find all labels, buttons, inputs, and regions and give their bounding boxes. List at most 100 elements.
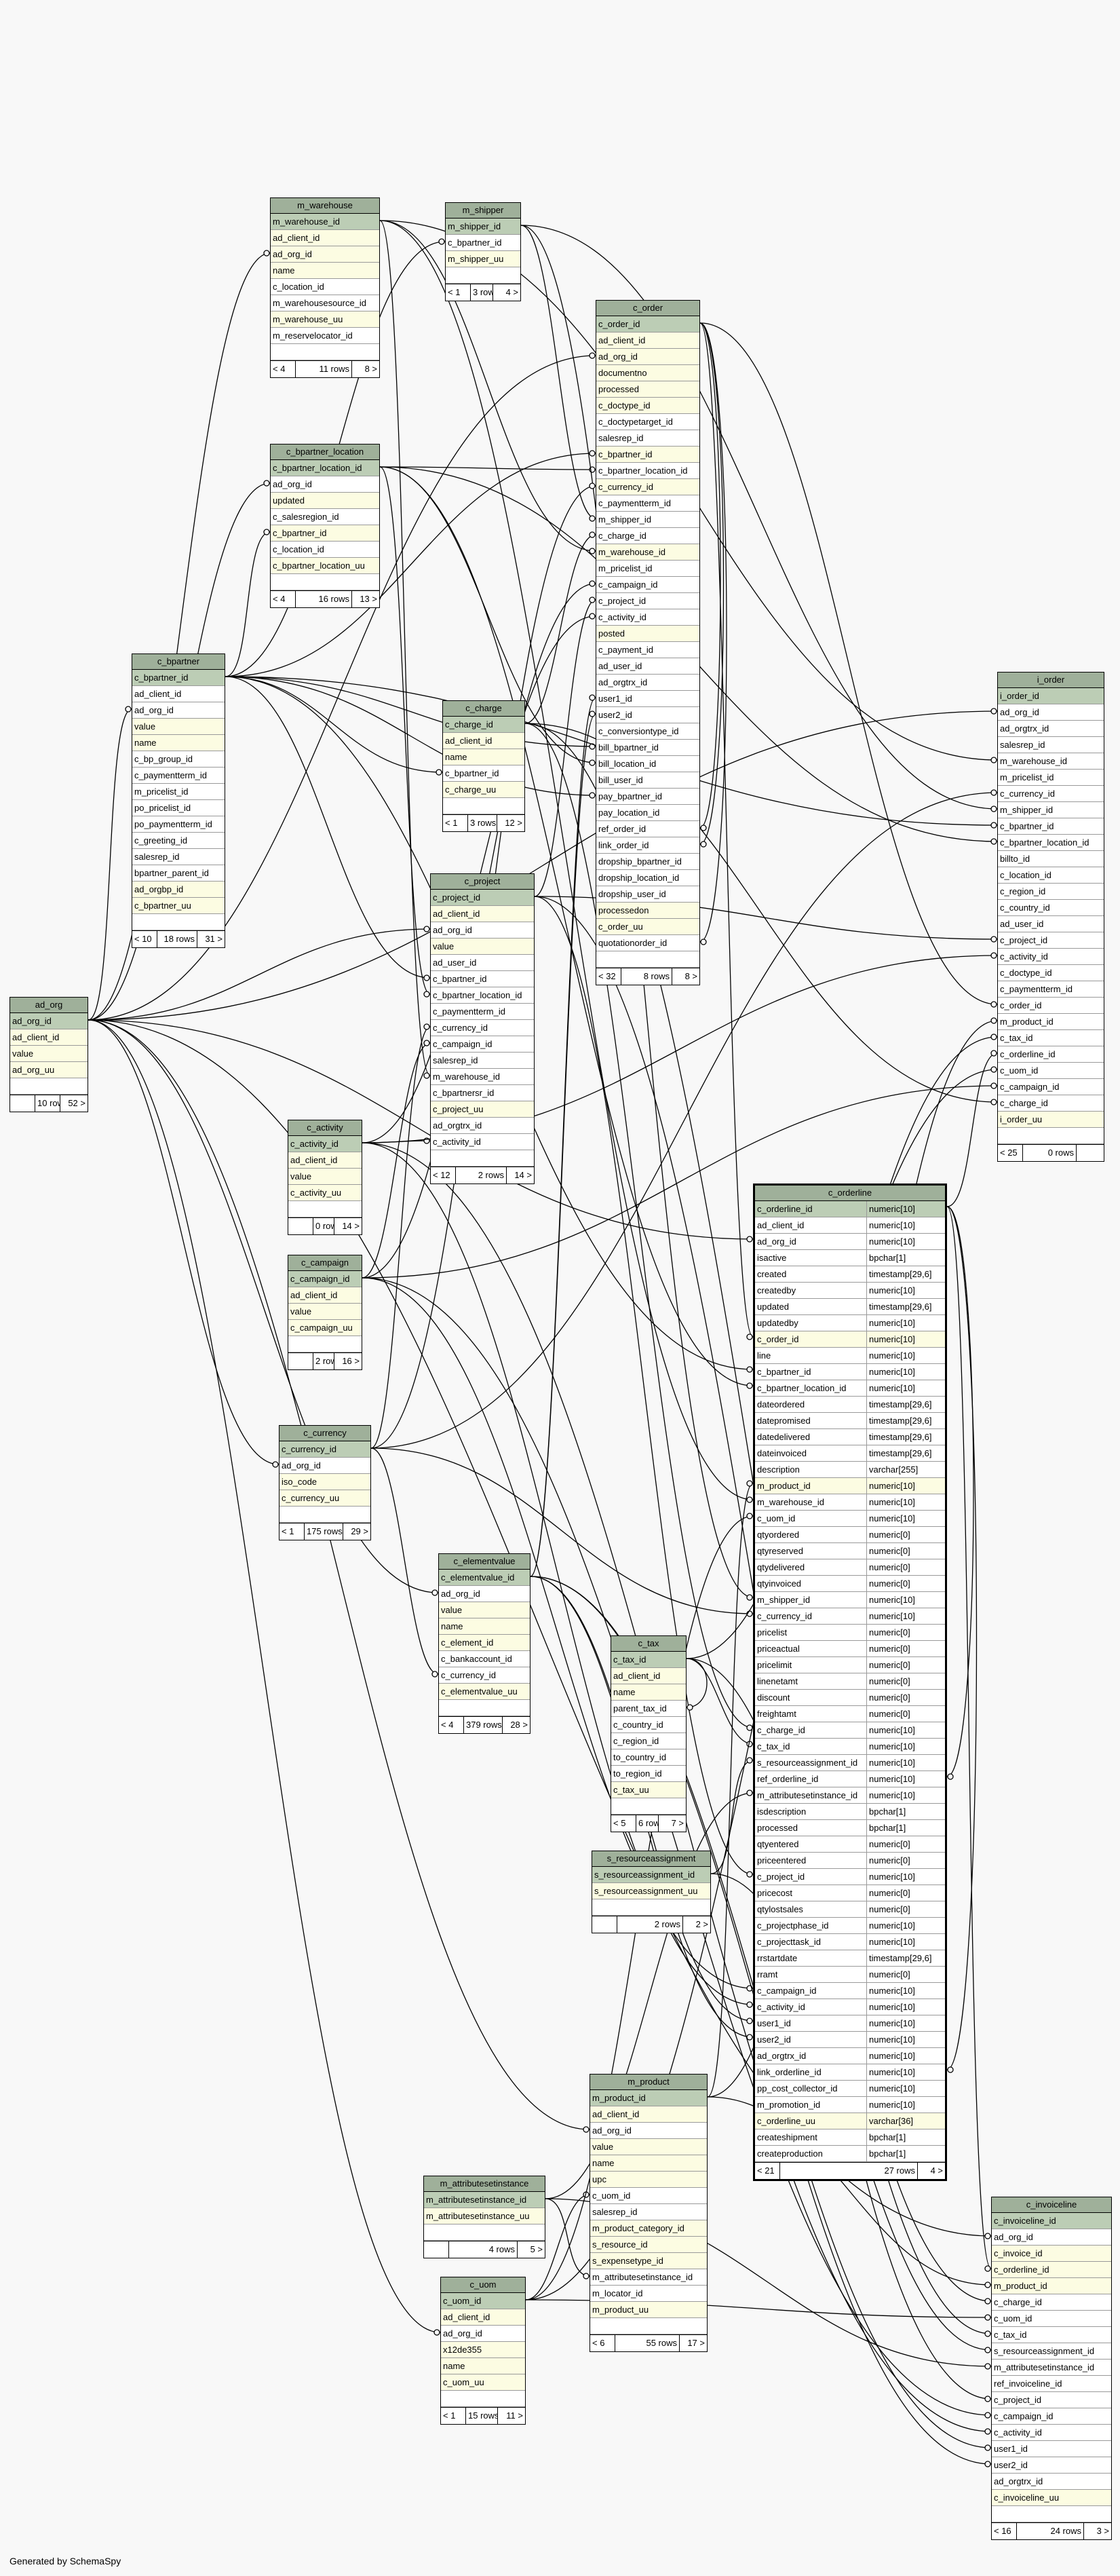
column-ad_org_id[interactable]: ad_org_id	[271, 476, 379, 493]
column-m_shipper_id[interactable]: m_shipper_id	[446, 219, 520, 235]
column-c_bpartner_uu[interactable]: c_bpartner_uu	[132, 898, 225, 914]
parents-link[interactable]	[288, 1353, 313, 1369]
column-c_bpartner_location_id[interactable]: c_bpartner_location_id	[998, 835, 1104, 851]
table-header[interactable]: m_shipper	[446, 203, 520, 219]
column-ad_user_id[interactable]: ad_user_id	[431, 955, 534, 971]
column-bill_location_id[interactable]: bill_location_id	[596, 756, 699, 772]
column-c_location_id[interactable]: c_location_id	[271, 279, 379, 295]
column-dropship_location_id[interactable]: dropship_location_id	[596, 870, 699, 886]
column-c_doctypetarget_id[interactable]: c_doctypetarget_id	[596, 414, 699, 430]
column-s_resourceassignment_id[interactable]: s_resourceassignment_id	[592, 1867, 710, 1883]
column-m_attributesetinstance_id[interactable]: m_attributesetinstance_id	[992, 2360, 1111, 2376]
children-link[interactable]: 8 >	[364, 364, 377, 374]
column-c_salesregion_id[interactable]: c_salesregion_id	[271, 509, 379, 525]
column-c_bpartner_location_id[interactable]: c_bpartner_location_id	[431, 987, 534, 1004]
children-link[interactable]: 8 >	[684, 971, 697, 981]
table-header[interactable]: c_uom	[441, 2277, 525, 2293]
column-processedon[interactable]: processedon	[596, 903, 699, 919]
column-m_pricelist_id[interactable]: m_pricelist_id	[132, 784, 225, 800]
column-m_shipper_id[interactable]: m_shipper_id	[998, 802, 1104, 818]
column-m_product_uu[interactable]: m_product_uu	[590, 2302, 707, 2318]
column-m_pricelist_id[interactable]: m_pricelist_id	[596, 561, 699, 577]
column-ad_client_id[interactable]: ad_client_id	[288, 1287, 362, 1304]
column-c_tax_id[interactable]: c_tax_id	[992, 2327, 1111, 2343]
column-c_conversiontype_id[interactable]: c_conversiontype_id	[596, 723, 699, 740]
column-dropship_bpartner_id[interactable]: dropship_bpartner_id	[596, 854, 699, 870]
parents-link[interactable]	[288, 1218, 313, 1234]
column-ad_org_id[interactable]: ad_org_id	[441, 2326, 525, 2342]
column-c_orderline_id[interactable]: c_orderline_id	[998, 1046, 1104, 1063]
column-to_country_id[interactable]: to_country_id	[611, 1749, 686, 1766]
column-user1_id[interactable]: user1_id	[596, 691, 699, 707]
column-m_product_id[interactable]: m_product_id	[992, 2278, 1111, 2294]
parents-link[interactable]: < 21	[755, 2163, 780, 2179]
column-m_warehouse_id[interactable]: m_warehouse_id	[431, 1069, 534, 1085]
column-c_region_id[interactable]: c_region_id	[611, 1733, 686, 1749]
column-c_project_id[interactable]: c_project_id	[431, 890, 534, 906]
column-c_paymentterm_id[interactable]: c_paymentterm_id	[132, 768, 225, 784]
column-c_bpartner_id[interactable]: c_bpartner_id	[431, 971, 534, 987]
column-c_orderline_id[interactable]: c_orderline_id	[992, 2262, 1111, 2278]
column-processed[interactable]: processed	[596, 381, 699, 398]
column-s_resourceassignment_id[interactable]: s_resourceassignment_id	[992, 2343, 1111, 2360]
column-parent_tax_id[interactable]: parent_tax_id	[611, 1701, 686, 1717]
column-po_paymentterm_id[interactable]: po_paymentterm_id	[132, 816, 225, 833]
column-name[interactable]: name	[441, 2358, 525, 2374]
column-c_activity_id[interactable]: c_activity_id	[992, 2425, 1111, 2441]
column-m_warehousesource_id[interactable]: m_warehousesource_id	[271, 295, 379, 311]
column-c_project_uu[interactable]: c_project_uu	[431, 1101, 534, 1118]
column-m_attributesetinstance_id[interactable]: m_attributesetinstance_id	[424, 2192, 545, 2208]
column-c_doctype_id[interactable]: c_doctype_id	[998, 965, 1104, 981]
column-ad_client_id[interactable]: ad_client_id	[443, 733, 524, 749]
column-m_attributesetinstance_id[interactable]: m_attributesetinstance_id	[590, 2269, 707, 2286]
table-header[interactable]: c_bpartner	[132, 654, 225, 670]
table-header[interactable]: c_campaign	[288, 1255, 362, 1271]
column-c_uom_id[interactable]: c_uom_id	[441, 2293, 525, 2309]
column-i_order_uu[interactable]: i_order_uu	[998, 1112, 1104, 1128]
column-m_warehouse_id[interactable]: m_warehouse_id	[596, 544, 699, 561]
parents-link[interactable]: < 6	[590, 2335, 615, 2351]
column-ad_client_id[interactable]: ad_client_id	[441, 2309, 525, 2326]
table-header[interactable]: c_order	[596, 301, 699, 316]
column-quotationorder_id[interactable]: quotationorder_id	[596, 935, 699, 951]
column-ad_client_id[interactable]: ad_client_id	[271, 230, 379, 246]
column-billto_id[interactable]: billto_id	[998, 851, 1104, 867]
children-link[interactable]: 5 >	[530, 2244, 543, 2254]
column-user1_id[interactable]: user1_id	[992, 2441, 1111, 2457]
column-c_activity_id[interactable]: c_activity_id	[431, 1134, 534, 1150]
column-m_product_id[interactable]: m_product_id	[998, 1014, 1104, 1030]
column-c_project_id[interactable]: c_project_id	[998, 932, 1104, 949]
column-c_tax_uu[interactable]: c_tax_uu	[611, 1782, 686, 1798]
column-c_element_id[interactable]: c_element_id	[439, 1635, 530, 1651]
column-c_doctype_id[interactable]: c_doctype_id	[596, 398, 699, 414]
column-c_activity_uu[interactable]: c_activity_uu	[288, 1185, 362, 1201]
column-ad_orgtrx_id[interactable]: ad_orgtrx_id	[998, 721, 1104, 737]
column-to_region_id[interactable]: to_region_id	[611, 1766, 686, 1782]
table-header[interactable]: m_product	[590, 2075, 707, 2090]
parents-link[interactable]: < 16	[992, 2523, 1017, 2539]
